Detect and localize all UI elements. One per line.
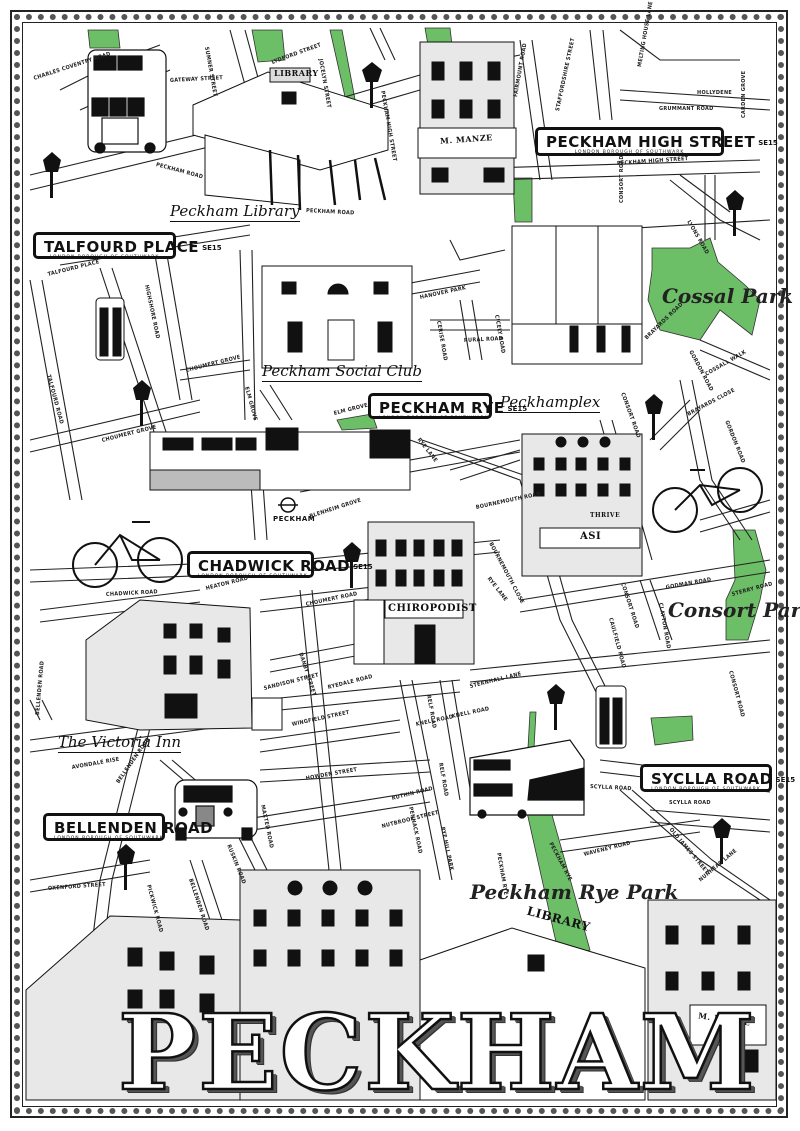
green-spaces: [87, 27, 767, 961]
lamp-icon: [547, 684, 565, 730]
rye-lane-shops-building: [149, 427, 411, 491]
sign-borough: LONDON BOROUGH OF SOUTHWARK: [49, 255, 160, 260]
landmark-label-the-victoria-inn: The Victoria Inn: [58, 733, 182, 753]
lamp-icon: [43, 152, 61, 198]
street-label: CARDEN GROVE: [741, 70, 747, 118]
taxi: [174, 779, 258, 841]
lamp-icon: [713, 818, 731, 864]
landmark-label-peckham-social-club: Peckham Social Club: [262, 362, 422, 382]
park-label-cossal-park: Cossal Park: [662, 284, 794, 308]
bicycle-right: [652, 467, 763, 533]
sign-postcode: SE15: [775, 776, 796, 784]
peckhamplex-building: [511, 225, 643, 365]
peckham-library-top-building: [192, 67, 389, 211]
sign-name: PECKHAM RYE: [379, 399, 505, 417]
lamp-icon: [645, 394, 663, 440]
sign-borough: LONDON BOROUGH OF SOUTHWARK: [198, 574, 308, 579]
lamp-icon: [362, 62, 382, 108]
sign-borough: LONDON BOROUGH OF SOUTHWARK: [651, 787, 761, 792]
green-space-small: [527, 711, 537, 749]
lamp-icon: [133, 380, 151, 426]
green-space-top-mid: [251, 29, 286, 63]
asi-building: [521, 433, 643, 577]
lamp-icon: [726, 190, 744, 236]
phone-box-left: [95, 297, 125, 361]
station-label-peckham-rye: PECKHAM: [273, 515, 316, 523]
shop-sign-chiropodist: CHIROPODIST: [388, 603, 477, 614]
sign-postcode: SE15: [353, 563, 373, 571]
street-lamps: [43, 62, 744, 890]
lamp-icon: [343, 542, 361, 588]
cossal-park-shape: [647, 237, 761, 341]
sign-name: SYCLLA ROAD: [651, 770, 773, 788]
street-label: GRUMMANT ROAD: [659, 106, 714, 112]
green-space-syclla: [650, 715, 694, 746]
park-label-peckham-rye-park: Peckham Rye Park: [470, 880, 679, 904]
street-label: SCYLLA ROAD: [669, 800, 711, 806]
landmark-label-peckham-library: Peckham Library: [170, 202, 300, 222]
street-label: CONSORT ROAD: [619, 155, 625, 203]
consort-park-shape: [725, 529, 767, 641]
bicycle-left: [72, 521, 183, 588]
bus-top: [87, 49, 167, 154]
landmark-label-peckhamplex: Peckhamplex: [500, 393, 601, 413]
sign-name: CHADWICK ROAD: [198, 557, 351, 575]
bus-bottom: [469, 739, 585, 819]
sign-postcode: SE15: [758, 139, 778, 147]
poster-frame-dotted-border: [14, 14, 784, 1114]
sign-name: PECKHAM HIGH STREET: [546, 133, 756, 151]
shop-sign-asi: ASI: [580, 531, 602, 542]
sign-borough: LONDON BOROUGH OF SOUTHWARK: [574, 150, 685, 155]
park-label-consort-park: Consort Park: [668, 598, 800, 622]
phone-box-right: [595, 685, 627, 749]
sign-postcode: SE15: [202, 244, 222, 252]
poster-frame-inner: [22, 22, 777, 1107]
sign-name: TALFOURD PLACE: [44, 238, 200, 256]
poster-title: PECKHAM: [117, 991, 757, 1114]
peckham-social-club-building: [261, 265, 413, 369]
street-sign-bellenden-road: BELLENDEN ROAD LONDON BOROUGH OF SOUTHWA…: [43, 813, 213, 841]
manze-top-building: [417, 41, 517, 195]
poster-frame-outer: [10, 10, 788, 1118]
lamp-icon: [117, 844, 135, 890]
victoria-inn-building: [85, 599, 283, 731]
green-space-high-street: [512, 177, 533, 223]
sign-postcode: SE15: [507, 405, 528, 413]
green-space-top-left: [87, 29, 121, 49]
sign-borough: LONDON BOROUGH OF SOUTHWARK: [54, 836, 164, 841]
sign-borough: LONDON BOROUGH OF SOUTHWARK: [379, 416, 489, 421]
shop-sign-library-top: LIBRARY: [274, 68, 319, 78]
sign-name: BELLENDEN ROAD: [54, 819, 214, 837]
map-illustration: [25, 27, 777, 1101]
chiropodist-building: [353, 521, 475, 665]
street-label: HOLLYDENE: [697, 90, 733, 96]
green-space-elm-grove: [336, 413, 378, 431]
bottom-buildings: [25, 869, 777, 1101]
shop-sign-thrive: THRIVE: [590, 512, 621, 519]
underground-roundel: [278, 497, 298, 513]
